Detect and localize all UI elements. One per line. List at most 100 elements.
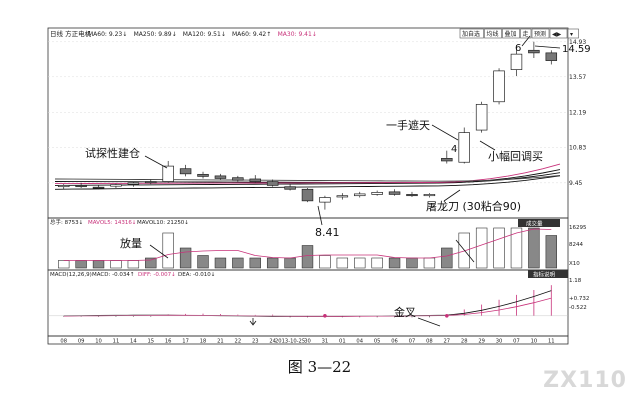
toolbar-button-label-2: 叠加	[505, 30, 517, 38]
indicator-0: MA60: 9.23↓	[88, 31, 127, 38]
indicator-3: MA60: 9.42↑	[232, 31, 271, 38]
candle-17	[353, 193, 366, 197]
arrow-last-price	[534, 45, 561, 49]
candle-13	[284, 186, 296, 190]
candle-26	[510, 53, 523, 70]
macd-tab-label: 指标说明	[533, 271, 556, 279]
volume-bar-1	[75, 260, 87, 269]
x-label-2: 10	[95, 339, 102, 345]
toolbar-button-5[interactable]	[549, 28, 568, 39]
candle-3	[110, 184, 122, 187]
annotation-4: 4	[451, 144, 457, 155]
volume-bar-19	[388, 257, 401, 269]
macd-tab[interactable]	[528, 270, 568, 278]
x-label-6: 16	[165, 339, 172, 345]
x-label-13: 2013-10-25	[275, 339, 305, 345]
arrow-one-hand	[431, 124, 459, 141]
macd-lines	[48, 290, 568, 318]
x-label-15: 31	[322, 339, 329, 345]
toolbar-button-6[interactable]	[567, 28, 579, 39]
volume-bar-11	[249, 257, 261, 269]
volume-bar-28	[545, 235, 557, 269]
arrow-low	[317, 205, 323, 226]
annotation-volume: 放量	[120, 236, 142, 250]
x-label-28: 11	[548, 339, 555, 345]
price-tick-3: 10.83	[569, 144, 586, 151]
x-label-1: 09	[78, 339, 85, 345]
macd-header-params: MACD(12,26,9)	[50, 272, 92, 278]
price-tick-4: 9.45	[569, 180, 583, 187]
arrow-volume	[149, 244, 169, 259]
toolbar-button-2[interactable]	[502, 28, 520, 39]
candle-15	[319, 197, 331, 203]
candle-4	[127, 182, 140, 185]
volume-bar-14	[301, 245, 314, 269]
candle-6	[162, 165, 174, 182]
toolbar-button-0[interactable]	[459, 28, 484, 39]
indicator-4: MA30: 9.41↓	[278, 31, 317, 38]
volume-bar-9	[214, 257, 227, 269]
price-tick-2: 12.19	[569, 109, 586, 116]
price-tick-1: 13.57	[569, 74, 586, 81]
annotation-small-pullback: 小幅回调买	[488, 150, 543, 163]
toolbar-button-3[interactable]	[520, 28, 532, 39]
down-arrow-marker	[249, 318, 257, 326]
volume-bar-17	[354, 257, 366, 269]
x-label-19: 06	[391, 339, 398, 345]
x-label-25: 30	[496, 339, 503, 345]
macd-tick-1: +0.732	[569, 296, 589, 302]
candle-5	[145, 181, 157, 184]
dea-line	[63, 297, 552, 317]
toolbar-buttons[interactable]: 加自选均线叠加走预测◀▶▾	[459, 28, 579, 39]
ma-line-0	[54, 175, 561, 190]
toolbar-button-label-3: 走	[523, 30, 529, 38]
candle-25	[493, 70, 505, 103]
annotation-6: 6	[515, 43, 521, 54]
volume-bar-21	[423, 257, 436, 269]
candle-19	[388, 191, 401, 195]
macd-panel-frame	[47, 269, 569, 337]
candle-11	[249, 178, 262, 182]
candle-1	[75, 185, 87, 188]
volume-bar-27	[528, 227, 540, 269]
x-label-14: 30	[304, 339, 311, 345]
x-label-7: 17	[182, 339, 189, 345]
volume-tick-1: 8244	[569, 242, 583, 248]
annotation-golden-cross: 金叉	[394, 305, 416, 319]
x-label-24: 29	[478, 339, 485, 345]
candles	[57, 41, 558, 210]
indicator-readouts: MA60: 9.23↓MA250: 9.89↓MA120: 9.51↓MA60:…	[88, 31, 317, 38]
arrow-trial-build	[144, 155, 168, 169]
macd-header-dea: DEA: -0.010↓	[178, 271, 215, 278]
volume-tab[interactable]	[518, 219, 560, 227]
volume-bar-8	[197, 255, 209, 269]
toolbar-button-label-4: 预测	[534, 30, 546, 38]
indicator-2: MA120: 9.51↓	[183, 31, 226, 38]
volume-bar-18	[371, 257, 383, 269]
x-label-22: 27	[444, 339, 451, 345]
toolbar-button-1[interactable]	[484, 28, 502, 39]
diff-line	[63, 290, 552, 317]
macd-tick-2: -0.522	[569, 305, 587, 311]
arrow-dragon	[443, 189, 461, 202]
volume-tab-label: 成交量	[526, 220, 543, 228]
macd-y-axis: 1.18+0.732-0.522	[569, 278, 589, 311]
volume-tick-0: 16295	[569, 225, 587, 231]
price-annotations: 6 14.59 一手遮天 4 小幅回调买 试探性建仓 屠龙刀 (30粘合90) …	[85, 35, 591, 239]
toolbar-button-4[interactable]	[531, 28, 550, 39]
volume-bar-25	[493, 227, 505, 269]
arrow-volume-up	[455, 239, 475, 263]
moving-average-lines	[54, 163, 561, 190]
x-label-26: 07	[513, 339, 520, 345]
volume-bar-16	[336, 257, 349, 269]
price-tick-0: 14.93	[569, 39, 586, 46]
candle-22	[441, 158, 453, 162]
cross-marker-2	[445, 313, 449, 318]
x-label-16: 01	[339, 339, 346, 345]
volume-bar-24	[475, 227, 488, 269]
x-label-17: 04	[356, 339, 363, 345]
volume-bar-7	[179, 247, 192, 269]
x-label-18: 05	[374, 339, 381, 345]
